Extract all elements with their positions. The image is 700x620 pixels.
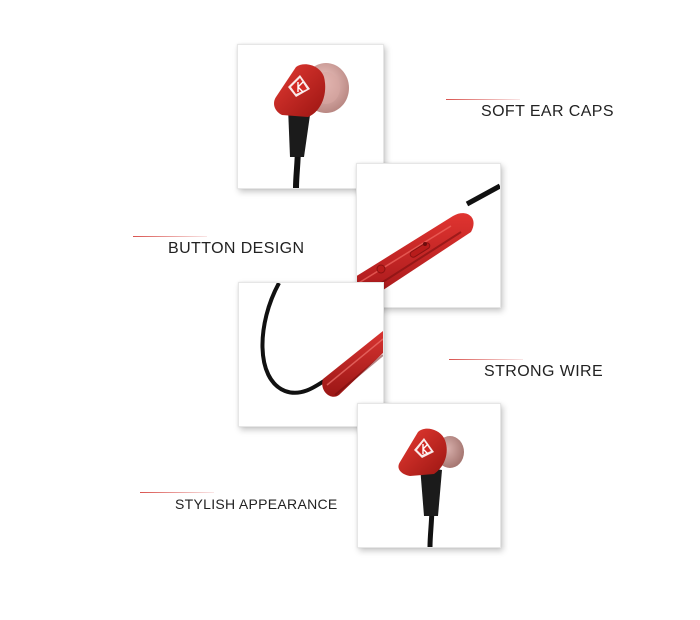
strong-wire-illustration <box>260 283 383 397</box>
earbud-ear-cap-illustration <box>274 63 349 188</box>
feature-label: STYLISH APPEARANCE <box>175 496 338 512</box>
accent-line <box>446 99 520 100</box>
stylish-earbud-illustration <box>398 428 464 547</box>
accent-line <box>133 236 207 237</box>
earbud-ear-cap-photo <box>237 44 384 189</box>
accent-line <box>449 359 523 360</box>
feature-label: SOFT EAR CAPS <box>481 103 614 120</box>
strong-wire-photo <box>238 282 384 427</box>
stylish-earbud-photo <box>357 403 501 548</box>
feature-label: STRONG WIRE <box>484 363 604 380</box>
accent-line <box>140 492 214 493</box>
feature-label: BUTTON DESIGN <box>168 240 305 257</box>
